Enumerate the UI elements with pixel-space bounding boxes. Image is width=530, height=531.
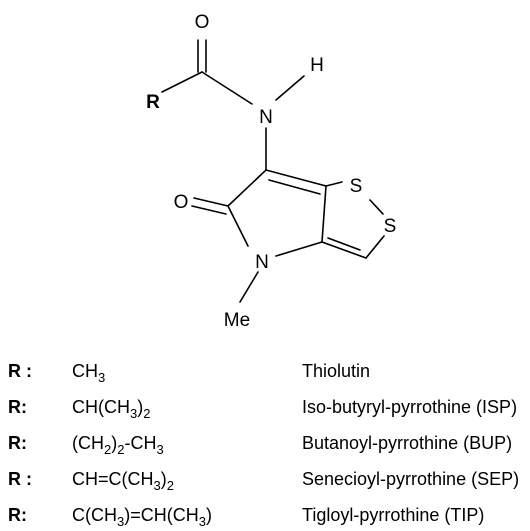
- formula-text: CH=C(CH: [72, 469, 154, 489]
- nitrogen-ring-label: N: [255, 252, 269, 273]
- formula-text: ): [111, 433, 117, 453]
- sulfur-upper-label: S: [350, 176, 363, 197]
- bond-c3-c3a: [265, 169, 327, 187]
- bond-carbonyl-to-n: [201, 71, 253, 105]
- table-row: R : CH3 Thiolutin: [8, 361, 370, 385]
- bond-c3-c3a-inner: [268, 179, 321, 195]
- structure-bonds: [161, 39, 385, 303]
- row-formula: CH3: [72, 361, 105, 385]
- formula-text: ): [137, 397, 143, 417]
- row-compound-name: Butanoyl-pyrrothine (BUP): [302, 433, 512, 453]
- formula-text: )=CH(CH: [124, 505, 199, 525]
- row-formula: (CH2)2-CH3: [72, 433, 164, 457]
- formula-subscript: 2: [104, 442, 111, 457]
- formula-subscript: 3: [98, 370, 105, 385]
- formula-text: ): [161, 469, 167, 489]
- bond-c3a-c6a: [321, 185, 327, 243]
- bond-carbonyl-to-r: [161, 71, 203, 93]
- row-formula: C(CH3)=CH(CH3): [72, 505, 212, 529]
- row-compound-name: Senecioyl-pyrrothine (SEP): [302, 469, 519, 489]
- formula-subscript: 3: [117, 514, 124, 529]
- formula-text: C(CH: [72, 505, 117, 525]
- ring-oxygen-label: O: [174, 192, 189, 213]
- bond-n1-c6a: [275, 241, 323, 257]
- formula-subscript: 3: [199, 514, 206, 529]
- nitrogen-amide-label: N: [259, 107, 273, 128]
- sulfur-lower-label: S: [384, 216, 397, 237]
- hydrogen-label: H: [310, 55, 324, 76]
- row-r-label: R :: [8, 469, 32, 489]
- formula-subscript: 2: [143, 406, 150, 421]
- row-compound-name: Thiolutin: [302, 361, 370, 381]
- formula-text: CH: [72, 361, 98, 381]
- bond-c3-c2: [227, 169, 267, 207]
- row-r-label: R:: [8, 433, 27, 453]
- table-row: R: CH(CH3)2 Iso-butyryl-pyrrothine (ISP): [8, 397, 517, 421]
- bond-n-to-h: [275, 75, 305, 101]
- methyl-label: Me: [224, 310, 250, 331]
- formula-subscript: 2: [117, 442, 124, 457]
- row-r-label: R:: [8, 397, 27, 417]
- row-compound-name: Iso-butyryl-pyrrothine (ISP): [302, 397, 517, 417]
- table-row: R : CH=C(CH3)2 Senecioyl-pyrrothine (SEP): [8, 469, 519, 493]
- bond-c2-o-2: [191, 205, 227, 215]
- table-row: R:C(CH3)=CH(CH3)Tigloyl-pyrrothine (TIP): [8, 505, 484, 529]
- bond-ch-c6a: [321, 241, 367, 259]
- formula-text: (CH: [72, 433, 104, 453]
- bond-s-s: [369, 199, 384, 215]
- formula-subscript: 3: [156, 442, 163, 457]
- bond-s-lower-ch: [365, 235, 385, 259]
- row-formula: CH=C(CH3)2: [72, 469, 174, 493]
- formula-text: -CH: [124, 433, 156, 453]
- formula-text: CH(CH: [72, 397, 130, 417]
- bond-c2-o-1: [193, 197, 229, 207]
- carbonyl-oxygen-label: O: [195, 12, 210, 33]
- row-formula: CH(CH3)2: [72, 397, 150, 421]
- formula-text: ): [206, 505, 212, 525]
- bond-c3a-s-upper: [325, 181, 343, 187]
- bond-n1-me: [239, 271, 259, 303]
- formula-subscript: 3: [130, 406, 137, 421]
- bond-c2-n1: [227, 205, 249, 247]
- row-r-label: R :: [8, 361, 32, 381]
- row-compound-name: Tigloyl-pyrrothine (TIP): [302, 505, 484, 525]
- r-group-label: R: [146, 92, 160, 113]
- formula-subscript: 3: [154, 478, 161, 493]
- bond-ch-c6a-inner: [327, 237, 361, 251]
- row-r-label: R:: [8, 505, 27, 525]
- formula-subscript: 2: [167, 478, 174, 493]
- structure-atoms: O R N H O S S N Me: [146, 12, 396, 331]
